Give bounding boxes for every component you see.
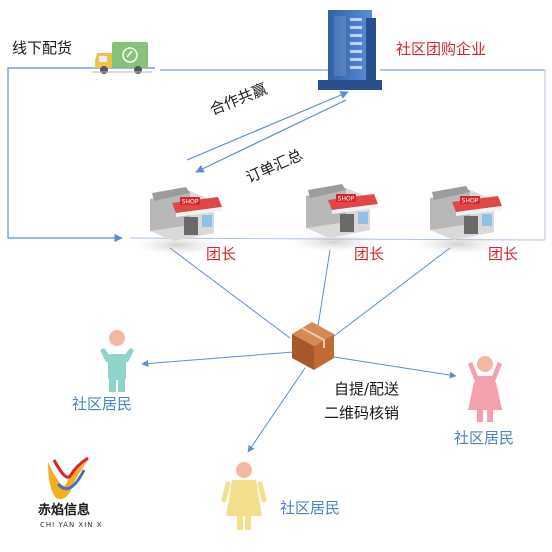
box-to-bottom-resident — [247, 367, 306, 453]
truck-icon — [92, 42, 152, 74]
offline-delivery-label: 线下配货 — [12, 39, 73, 57]
resident-label-right: 社区居民 — [454, 429, 515, 447]
shop-icon: SHOP — [290, 184, 378, 252]
resident-label-left: 社区居民 — [72, 395, 133, 413]
shop3-to-box — [333, 247, 451, 337]
leader-label-1: 团长 — [206, 245, 237, 263]
box-to-left-resident — [141, 351, 295, 367]
resident-label-bottom: 社区居民 — [280, 499, 341, 517]
logo-mark-icon — [48, 456, 89, 500]
pickup-label-1: 自提/配送 — [334, 380, 400, 398]
cooperation-arrow — [186, 91, 349, 161]
order-summary-arrow — [195, 99, 347, 173]
logo-text: 赤焰信息 — [38, 503, 91, 518]
resident-icon — [100, 330, 134, 392]
leader-label-2: 团长 — [354, 245, 385, 263]
enterprise-building-icon — [318, 10, 382, 90]
resident-icon — [221, 462, 267, 530]
shop-sign: SHOP — [182, 199, 199, 206]
pickup-label-2: 二维码核销 — [324, 404, 400, 422]
shop-icon: SHOP — [134, 187, 222, 255]
shop2-to-box — [317, 249, 331, 327]
shop1-to-box — [169, 247, 291, 339]
enterprise-label: 社区团购企业 — [396, 40, 487, 58]
shop-sign: SHOP — [338, 196, 355, 203]
offline-delivery-loop — [7, 67, 155, 243]
box-to-right-resident — [333, 356, 457, 379]
leader-label-3: 团长 — [488, 245, 519, 263]
resident-icon — [468, 356, 502, 422]
logo-subtext: CHI YAN XIN X — [40, 521, 103, 529]
package-box-icon — [292, 322, 334, 370]
shop-sign: SHOP — [462, 198, 479, 205]
shop-icon: SHOP — [414, 186, 502, 254]
